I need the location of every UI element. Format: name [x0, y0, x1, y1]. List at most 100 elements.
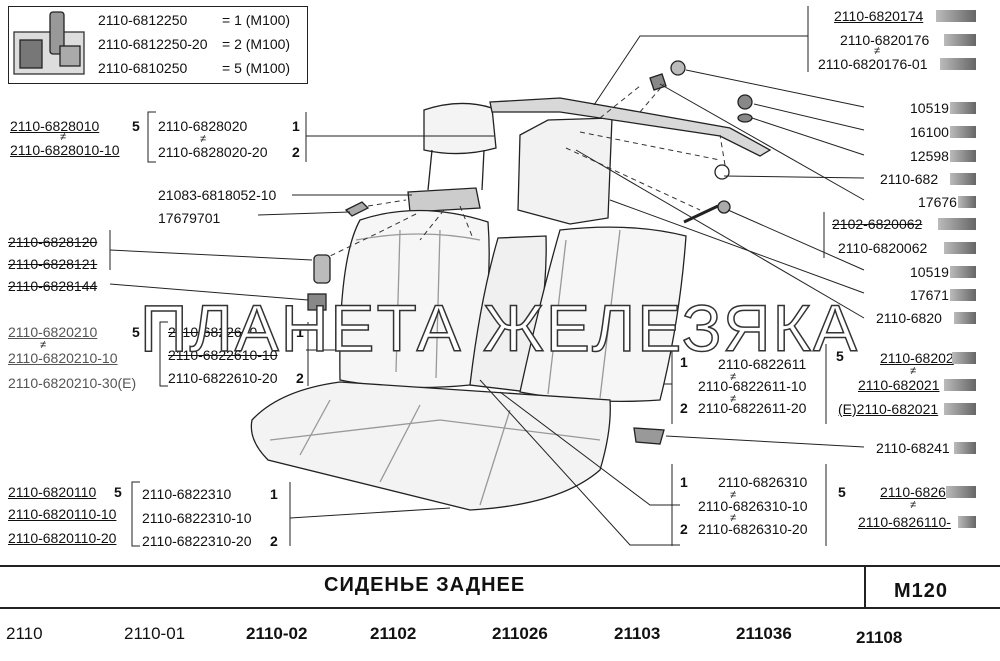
obscured-suffix [944, 34, 976, 46]
model-label: 21108 [856, 628, 903, 647]
right-label: 17676 [918, 194, 957, 210]
armrest-qty-a: 1 [680, 474, 688, 490]
back-right-assy-a: 2110-68202 [880, 350, 954, 366]
back-right-assy-qty: 5 [836, 348, 844, 364]
obscured-suffix [944, 242, 976, 254]
obscured-suffix [950, 266, 976, 278]
obscured-suffix [944, 379, 976, 391]
headrest-qty-a: 1 [292, 118, 300, 134]
cushion-part-b: 2110-6822310-10 [142, 510, 252, 526]
back-left-qty-c: 2 [296, 370, 304, 386]
page-code: М120 [894, 580, 949, 602]
back-right-part-c: 2110-6822611-20 [698, 400, 807, 416]
obscured-suffix [954, 442, 976, 454]
model-label: 2110 [6, 624, 43, 643]
obscured-suffix [940, 58, 976, 70]
footer-divider-top [0, 565, 1000, 567]
page-title: СИДЕНЬЕ ЗАДНЕЕ [324, 574, 526, 596]
not-equal-sign: ≠ [730, 371, 737, 383]
right-label: 2110-6820 [876, 310, 942, 326]
obscured-suffix [950, 126, 976, 138]
legend-qty-1: = 1 (М100) [222, 12, 291, 28]
cushion-qty-c: 2 [270, 533, 278, 549]
cushion-assy-c: 2110-6820110-20 [8, 530, 117, 546]
obscured-suffix [952, 352, 976, 364]
not-equal-sign: ≠ [730, 489, 737, 501]
right-label: 2110-682 [880, 171, 939, 187]
obscured-suffix [950, 173, 976, 185]
armrest-assy-qty: 5 [838, 484, 846, 500]
armrest-part-c: 2110-6826310-20 [698, 521, 808, 537]
right-label: 10519 [910, 100, 949, 116]
obscured-suffix [938, 218, 976, 230]
not-equal-sign: ≠ [874, 45, 881, 57]
model-label: 21102 [370, 624, 417, 643]
obscured-suffix [958, 196, 976, 208]
not-equal-sign: ≠ [200, 133, 207, 145]
model-label: 21103 [614, 624, 661, 643]
obscured-suffix [950, 289, 976, 301]
model-label: 211026 [492, 624, 548, 643]
not-equal-sign: ≠ [730, 512, 737, 524]
not-equal-sign: ≠ [730, 393, 737, 405]
back-left-part-b: 2110-6822610-10 [168, 347, 278, 363]
armrest-assy-a: 2110-6826 [880, 484, 946, 500]
top-right-b: 2110-6820176 [840, 32, 930, 48]
back-right-qty-c: 2 [680, 400, 688, 416]
lubricant-legend [8, 6, 308, 84]
back-right-part-a: 2110-6822611 [718, 356, 807, 372]
top-right-a: 2110-6820174 [834, 8, 924, 24]
headrest-part-b: 2110-6828020-20 [158, 144, 268, 160]
right-label: 16100 [910, 124, 949, 140]
cushion-assy-a: 2110-6820110 [8, 484, 97, 500]
headrest-qty-b: 2 [292, 144, 300, 160]
model-label: 2110-01 [124, 624, 186, 643]
not-equal-sign: ≠ [60, 131, 67, 143]
back-left-part-a: 2110-6822610 [168, 324, 258, 340]
watermark: ПЛАНЕТА ЖЕЛЕЗЯКА [139, 290, 860, 366]
legend-code-3: 2110-6810250 [98, 60, 188, 76]
obscured-suffix [944, 403, 976, 415]
right-pair-a: 2102-6820062 [832, 216, 923, 232]
back-left-qty-a: 1 [296, 324, 304, 340]
obscured-suffix [946, 486, 976, 498]
armrest-qty-c: 2 [680, 521, 688, 537]
back-right-assy-b: 2110-682021 [858, 377, 940, 393]
back-left-assy-c: 2110-6820210-30(E) [8, 375, 137, 391]
headrest-assy-a: 2110-6828010 [10, 118, 100, 134]
right-pair-b: 2110-6820062 [838, 240, 928, 256]
headrest-assy-qty: 5 [132, 118, 140, 134]
right-label: 17671 [910, 287, 949, 303]
obscured-suffix [958, 516, 976, 528]
part-label: 2110-6828144 [8, 278, 98, 294]
legend-qty-3: = 5 (М100) [222, 60, 291, 76]
cushion-qty-a: 1 [270, 486, 278, 502]
armrest-assy-b: 2110-6826110- [858, 514, 951, 530]
top-right-c: 2110-6820176-01 [818, 56, 928, 72]
headrest-screw: 17679701 [158, 210, 221, 226]
back-left-assy-a: 2110-6820210 [8, 324, 98, 340]
obscured-suffix [954, 312, 976, 324]
armrest-part-b: 2110-6826310-10 [698, 498, 808, 514]
not-equal-sign: ≠ [910, 365, 917, 377]
legend-code-1: 2110-6812250 [98, 12, 188, 28]
model-label: 211036 [736, 624, 792, 643]
part-label: 2110-6828121 [8, 256, 98, 272]
obscured-suffix [950, 150, 976, 162]
footer-divider-bottom [0, 607, 1000, 609]
headrest-assy-b: 2110-6828010-10 [10, 142, 120, 158]
cushion-assy-qty: 5 [114, 484, 122, 500]
cushion-part-a: 2110-6822310 [142, 486, 232, 502]
headrest-part-a: 2110-6828020 [158, 118, 248, 134]
headrest-guide: 21083-6818052-10 [158, 187, 277, 203]
back-left-part-c: 2110-6822610-20 [168, 370, 278, 386]
obscured-suffix [936, 10, 976, 22]
legend-qty-2: = 2 (М100) [222, 36, 291, 52]
part-label: 2110-6828120 [8, 234, 98, 250]
armrest-part-a: 2110-6826310 [718, 474, 808, 490]
footer-vertical-divider [864, 566, 866, 608]
right-label: 12598 [910, 148, 949, 164]
cushion-part-c: 2110-6822310-20 [142, 533, 252, 549]
back-right-part-b: 2110-6822611-10 [698, 378, 807, 394]
